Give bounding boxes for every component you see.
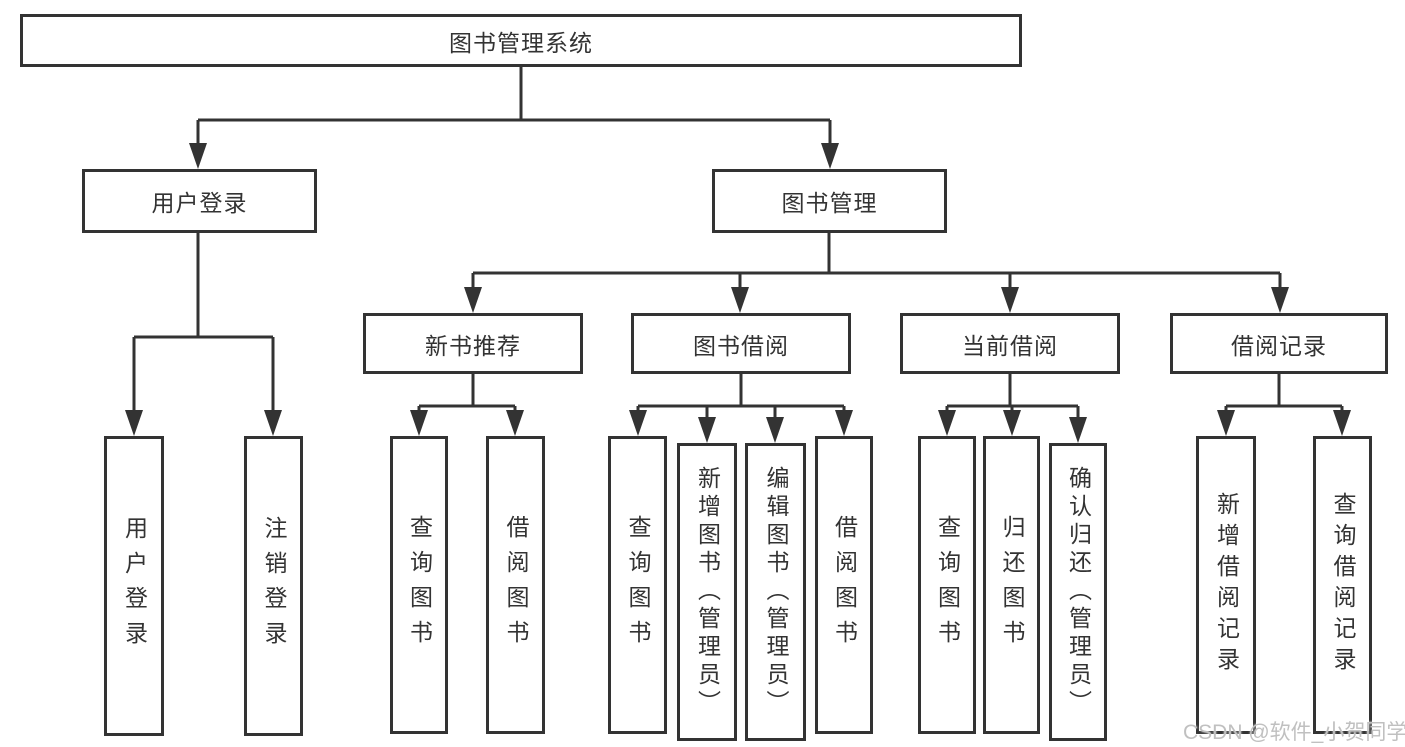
leaf-label: 用户登录 — [121, 516, 148, 656]
leaf-query-books-recommend: 查询图书 — [390, 436, 448, 734]
node-book-management: 图书管理 — [712, 169, 947, 233]
connector-book-borrow-children — [636, 374, 846, 420]
leaf-add-borrow-record: 新增借阅记录 — [1196, 436, 1256, 734]
leaf-label: 查询借阅记录 — [1330, 492, 1356, 678]
node-new-book-recommend: 新书推荐 — [363, 313, 583, 374]
node-current-borrow: 当前借阅 — [900, 313, 1120, 374]
connector-user-login-children — [132, 233, 275, 414]
csdn-watermark: CSDN @软件_小贺同学 — [1183, 721, 1405, 744]
leaf-label: 借阅图书 — [503, 515, 529, 655]
leaf-label: 编辑图书（管理员） — [763, 466, 789, 718]
leaf-edit-book-admin: 编辑图书（管理员） — [745, 443, 806, 741]
node-label: 新书推荐 — [425, 332, 521, 359]
node-label: 当前借阅 — [962, 332, 1058, 359]
leaf-logout: 注销登录 — [244, 436, 303, 736]
leaf-label: 查询图书 — [625, 515, 651, 655]
node-label: 用户登录 — [151, 190, 248, 216]
node-book-borrow: 图书借阅 — [631, 313, 851, 374]
leaf-borrow-books-recommend: 借阅图书 — [486, 436, 545, 734]
node-label: 图书管理系统 — [449, 29, 593, 56]
leaf-label: 归还图书 — [999, 515, 1025, 655]
leaf-query-books-current: 查询图书 — [918, 436, 976, 734]
leaf-label: 新增借阅记录 — [1213, 492, 1240, 678]
node-label: 借阅记录 — [1231, 332, 1327, 359]
arrowheads — [125, 143, 1351, 443]
leaf-label: 新增图书（管理员） — [694, 466, 721, 718]
connector-root-to-level2 — [196, 67, 832, 146]
leaf-return-book: 归还图书 — [983, 436, 1040, 734]
connector-borrow-records-children — [1224, 374, 1344, 414]
node-label: 图书借阅 — [693, 332, 789, 359]
connector-book-mgmt-children — [471, 233, 1282, 290]
leaf-query-books-borrow: 查询图书 — [608, 436, 667, 734]
node-label: 图书管理 — [781, 190, 878, 216]
node-user-login: 用户登录 — [82, 169, 317, 233]
leaf-borrow-books-borrow: 借阅图书 — [815, 436, 873, 734]
leaf-query-borrow-record: 查询借阅记录 — [1313, 436, 1372, 734]
leaf-label: 查询图书 — [406, 515, 433, 655]
node-library-system: 图书管理系统 — [20, 14, 1022, 67]
leaf-add-book-admin: 新增图书（管理员） — [677, 443, 737, 741]
node-borrow-records: 借阅记录 — [1170, 313, 1388, 374]
connector-new-books-children — [417, 374, 517, 414]
leaf-label: 借阅图书 — [831, 515, 858, 655]
leaf-confirm-return-admin: 确认归还（管理员） — [1049, 443, 1107, 741]
leaf-label: 注销登录 — [261, 516, 287, 656]
leaf-label: 确认归还（管理员） — [1065, 466, 1092, 718]
leaf-user-login: 用户登录 — [104, 436, 164, 736]
leaf-label: 查询图书 — [934, 515, 961, 655]
